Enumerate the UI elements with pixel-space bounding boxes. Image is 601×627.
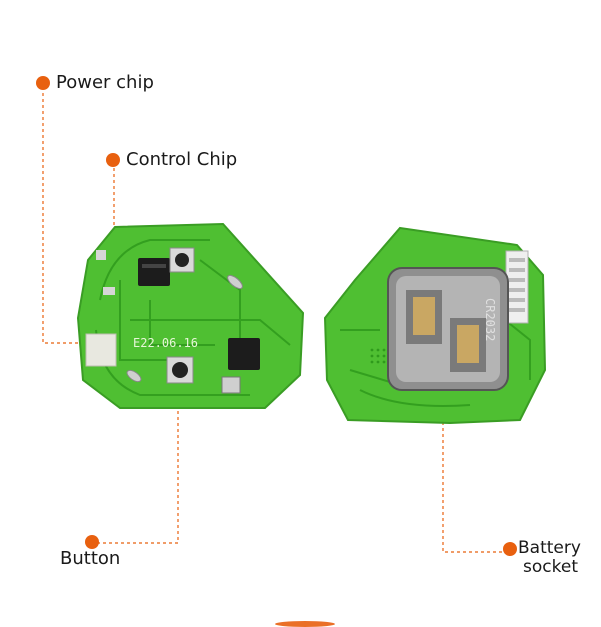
callout-control-chip: Control Chip xyxy=(106,150,237,170)
control-chip-marker-dot xyxy=(106,153,120,167)
control-chip-label: Control Chip xyxy=(126,149,238,170)
bottom-accent-mark xyxy=(275,621,335,627)
power-chip-label: Power chip xyxy=(56,72,154,93)
battery-socket-label-line1: Battery xyxy=(518,538,581,558)
battery-socket-leader xyxy=(442,386,503,553)
control-chip xyxy=(228,338,260,370)
button-label: Button xyxy=(60,548,121,569)
date-code-text: E22.06.16 xyxy=(133,336,198,350)
battery-socket-label-line2: socket xyxy=(523,557,578,577)
button-marker-dot xyxy=(85,535,99,549)
callout-power-chip: Power chip xyxy=(36,73,154,93)
button-top xyxy=(175,253,189,267)
callout-button: Button xyxy=(60,549,120,569)
callout-battery-socket: Battery socket xyxy=(503,538,581,577)
right-pcb: CR2032 xyxy=(323,226,547,425)
button-bottom xyxy=(172,362,188,378)
power-chip-marker-dot xyxy=(36,76,50,90)
battery-holder: CR2032 xyxy=(387,267,509,391)
battery-socket-marker-dot xyxy=(503,542,517,556)
battery-model-text: CR2032 xyxy=(483,298,497,341)
left-pcb: E22.06.16 xyxy=(76,222,305,409)
contact-pad xyxy=(85,333,117,367)
button-leader xyxy=(96,381,179,544)
power-chip xyxy=(138,258,170,286)
leader-lines xyxy=(42,93,503,553)
